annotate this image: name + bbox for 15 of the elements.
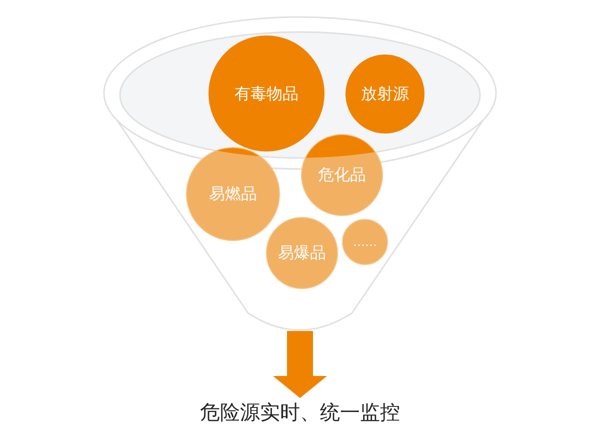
node-label: …… [353, 234, 377, 250]
circle-node [345, 54, 425, 134]
node-label: 放射源 [361, 84, 409, 104]
circle-node [342, 219, 388, 265]
circle-node [208, 35, 325, 152]
node-text: 危险源实时、统一监控 [200, 400, 400, 424]
funnel-shape [103, 16, 497, 331]
circle-node [186, 147, 280, 241]
node-label: 危化品 [318, 165, 366, 185]
circle-node [266, 217, 338, 289]
node-label: 易爆品 [278, 243, 326, 263]
arrow [273, 331, 327, 398]
circle-node [301, 134, 383, 216]
node-label: 有毒物品 [234, 84, 298, 104]
node-label: 易燃品 [209, 184, 257, 204]
